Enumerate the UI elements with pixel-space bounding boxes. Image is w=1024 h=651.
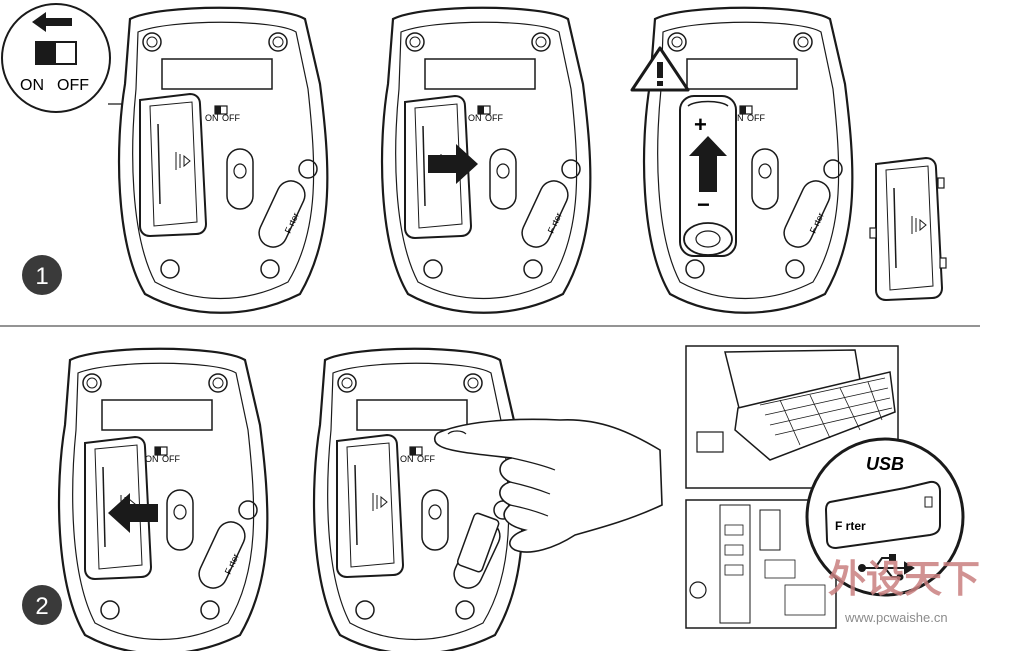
switch-off-label: OFF	[417, 454, 435, 464]
arrow-left-icon	[32, 12, 72, 32]
usb-brand-logo: F rter	[835, 519, 866, 533]
step-1-group: ON OFF ON OFF F rter ON OFF F rter ON	[1, 3, 947, 314]
removed-battery-cover	[869, 157, 947, 301]
usb-symbol-icon	[858, 554, 915, 581]
step-1-number: 1	[35, 263, 48, 290]
step-2-group: ON OFF F rter ON OFF	[22, 345, 965, 651]
usb-receiver-slot	[456, 512, 500, 573]
watermark-url: www.pcwaishe.cn	[844, 610, 948, 625]
mouse-1b: ON OFF F rter	[380, 6, 592, 314]
switch-on-label: ON	[468, 113, 482, 123]
step-1-badge: 1	[22, 255, 62, 295]
battery-minus-sign: −	[697, 192, 710, 217]
site-watermark: 外设天下 www.pcwaishe.cn	[828, 559, 980, 625]
switch-off-label: OFF	[162, 454, 180, 464]
hand-illustration	[433, 418, 663, 553]
usb-receiver-callout: USB F rter	[805, 437, 965, 597]
switch-on-label: ON	[205, 113, 219, 123]
mouse-2a: ON OFF F rter	[57, 347, 269, 651]
switch-off-label: OFF	[222, 113, 240, 123]
switch-on-label: ON	[400, 454, 414, 464]
callout-off-label: OFF	[57, 77, 89, 94]
watermark-logo: 外设天下	[828, 559, 980, 601]
switch-on-label: ON	[145, 454, 159, 464]
step-2-number: 2	[35, 593, 48, 620]
usb-title: USB	[866, 454, 904, 474]
usb-receiver-icon	[696, 431, 724, 453]
mouse-2b: ON OFF	[312, 347, 524, 651]
switch-off-label: OFF	[747, 113, 765, 123]
step-2-badge: 2	[22, 585, 62, 625]
aa-battery: + −	[679, 95, 737, 257]
arrow-up-icon	[689, 136, 727, 192]
mouse-1a: ON OFF F rter	[117, 6, 329, 314]
battery-plus-sign: +	[694, 112, 707, 137]
warning-icon	[630, 46, 690, 92]
callout-on-label: ON	[20, 77, 44, 94]
mouse-1c: ON OFF F rter + −	[642, 6, 854, 314]
switch-off-label: OFF	[485, 113, 503, 123]
